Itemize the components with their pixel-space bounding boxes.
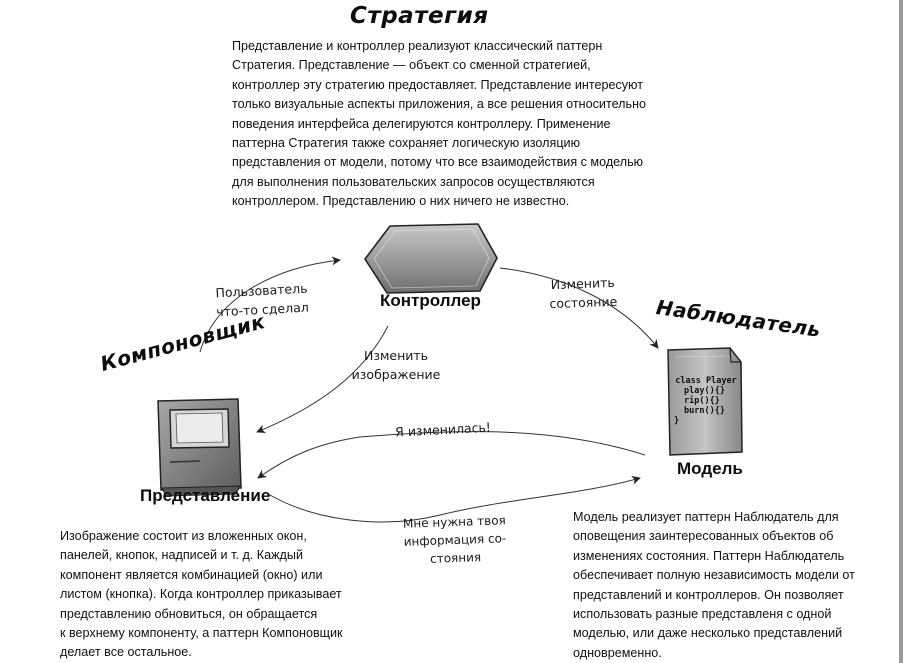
label-user-action: Пользователь что-то сделал <box>215 280 310 320</box>
composite-description: Изображение состоит из вложенных окон, п… <box>60 529 343 660</box>
arrow-need-info <box>264 475 641 523</box>
label-need-info: Мне нужна твоя информация со- стояния <box>402 513 507 566</box>
code-line: burn(){} <box>684 406 725 416</box>
code-line: rip(){} <box>684 396 720 406</box>
code-line: } <box>674 416 680 426</box>
label-change-state: Изменить состояние <box>549 274 618 312</box>
model-label: Модель <box>677 459 743 478</box>
strategy-description: Представление и контроллер реализуют кла… <box>232 39 647 209</box>
strategy-title: Стратегия <box>350 3 489 29</box>
label-change-view: Изменить изображение <box>351 348 441 382</box>
model-document-shape <box>667 347 743 456</box>
page-edge <box>899 0 903 663</box>
controller-label: Контроллер <box>380 291 481 310</box>
model-code: class Player play(){} rip(){} burn(){} } <box>674 376 738 426</box>
code-line: class Player <box>675 376 737 386</box>
view-computer-shape <box>157 398 242 497</box>
controller-shape <box>364 223 498 294</box>
observer-description: Модель реализует паттерн Наблюдатель для… <box>573 510 855 660</box>
arrow-user-action <box>199 256 341 353</box>
view-label: Представление <box>140 486 271 505</box>
code-line: play(){} <box>684 386 725 396</box>
arrow-i-changed <box>257 431 646 479</box>
arrow-change-state <box>499 267 659 349</box>
arrow-change-view <box>256 325 389 434</box>
